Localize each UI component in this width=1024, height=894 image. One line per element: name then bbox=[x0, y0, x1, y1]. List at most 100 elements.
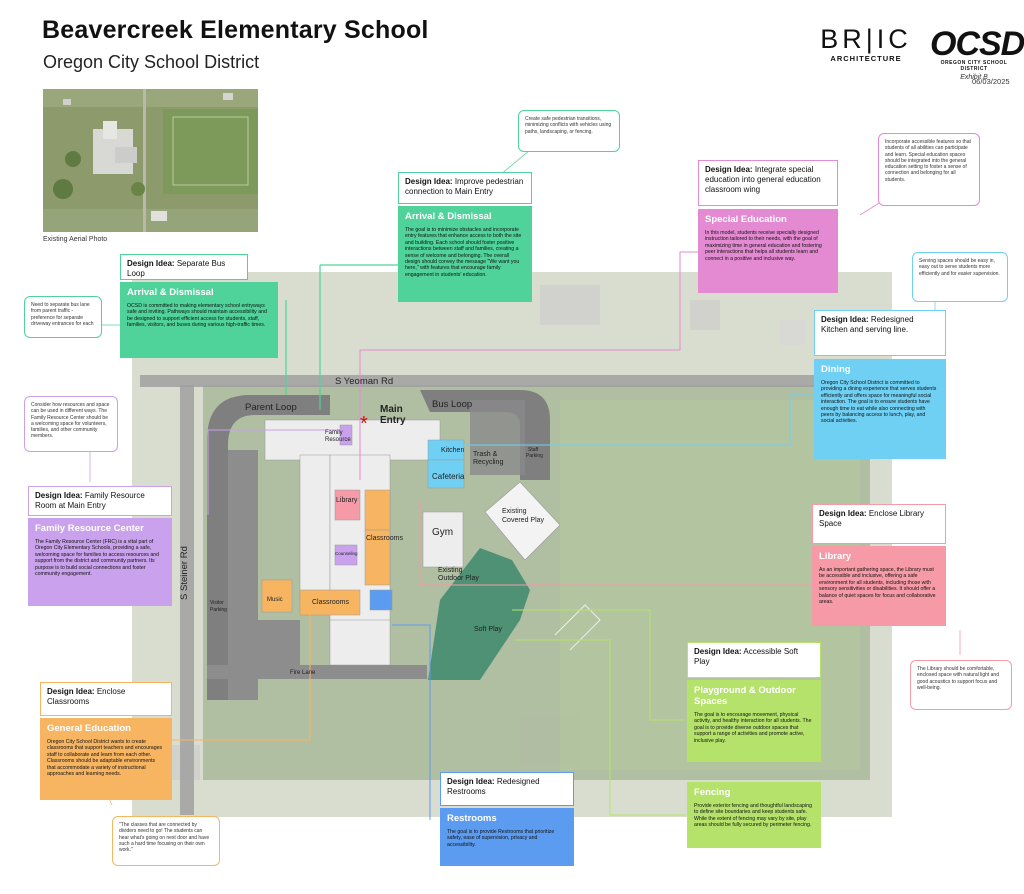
note-sped: Incorporate accessible features so that … bbox=[878, 133, 980, 206]
soft-play-area bbox=[428, 548, 530, 680]
ocsd-logo-mark: OCSD bbox=[930, 25, 1024, 63]
note-library: The Library should be comfortable, enclo… bbox=[910, 660, 1012, 710]
bric-logo: BR|IC ARCHITECTURE bbox=[818, 24, 914, 63]
card-special-education: Special Education In this model, student… bbox=[698, 209, 838, 293]
idea-kitchen-text: Redesigned Kitchen and serving line. bbox=[821, 315, 914, 334]
staff-parking-label-1: Staff bbox=[528, 447, 539, 453]
note-frc: Consider how resources and space can be … bbox=[24, 396, 118, 452]
card-arrival1-heading: Arrival & Dismissal bbox=[127, 287, 214, 298]
yeoman-road-label: S Yeoman Rd bbox=[335, 376, 394, 387]
card-library-body: As an important gathering space, the Lib… bbox=[819, 567, 936, 606]
classrooms-east-label: Classrooms bbox=[366, 535, 403, 542]
steiner-road-label: S Steiner Rd bbox=[179, 546, 190, 600]
idea-sped-label: Design Idea: bbox=[705, 165, 753, 174]
music-room bbox=[261, 579, 293, 613]
idea-pedestrian: Design Idea: Improve pedestrian connecti… bbox=[398, 172, 532, 204]
card-playground-heading: Playground & Outdoor Spaces bbox=[694, 685, 796, 707]
card-gened-body: Oregon City School District wants to cre… bbox=[47, 739, 163, 778]
card-general-education: General Education Oregon City School Dis… bbox=[40, 718, 172, 800]
gym-label: Gym bbox=[432, 527, 454, 538]
main-entry-label-2: Entry bbox=[380, 415, 406, 426]
classrooms-south-label: Classrooms bbox=[312, 599, 349, 606]
note-classrooms: "The classes that are connected by divid… bbox=[112, 816, 220, 866]
note-kitchen: Serving spaces should be easy in, easy o… bbox=[912, 252, 1008, 302]
card-family-resource-center: Family Resource Center The Family Resour… bbox=[28, 518, 172, 606]
cafeteria-label: Cafeteria bbox=[432, 472, 465, 481]
fire-lane-label: Fire Lane bbox=[290, 670, 316, 676]
card-restrooms-body: The goal is to provide Restrooms that pr… bbox=[447, 829, 555, 848]
covered-play-label-2: Covered Play bbox=[502, 517, 545, 524]
main-building bbox=[264, 419, 441, 461]
card-playground-body: The goal is to encourage movement, physi… bbox=[694, 712, 812, 744]
idea-classrooms-label: Design Idea: bbox=[47, 687, 95, 696]
idea-bus-loop: Design Idea: Separate Bus Loop bbox=[120, 254, 248, 280]
visitor-parking-label-1: Visitor bbox=[210, 600, 224, 606]
bus-loop-label: Bus Loop bbox=[432, 399, 473, 410]
counseling-label: Counseling bbox=[335, 551, 358, 556]
connector-gened bbox=[172, 610, 311, 741]
idea-frc-label: Design Idea: bbox=[35, 491, 83, 500]
card-playground: Playground & Outdoor Spaces The goal is … bbox=[687, 680, 821, 762]
card-dining-heading: Dining bbox=[821, 364, 851, 375]
card-arrival2-heading: Arrival & Dismissal bbox=[405, 211, 492, 222]
idea-kitchen-label: Design Idea: bbox=[821, 315, 869, 324]
idea-family-resource: Design Idea: Family Resource Room at Mai… bbox=[28, 486, 172, 516]
card-library-heading: Library bbox=[819, 551, 852, 562]
card-gened-heading: General Education bbox=[47, 723, 131, 734]
idea-softplay-label: Design Idea: bbox=[694, 647, 742, 656]
ocsd-logo: OCSD OREGON CITY SCHOOL DISTRICT Exhibit… bbox=[930, 25, 1024, 81]
card-fencing: Fencing Provide exterior fencing and tho… bbox=[687, 782, 821, 848]
outdoor-play-label-2: Outdoor Play bbox=[438, 575, 479, 582]
note-pedestrian: Create safe pedestrian transitions, mini… bbox=[518, 110, 620, 152]
library-room bbox=[334, 489, 361, 521]
bric-logo-sub: ARCHITECTURE bbox=[830, 54, 902, 63]
music-label: Music bbox=[267, 597, 283, 603]
fire-lane bbox=[207, 665, 427, 679]
idea-restrooms-text: Redesigned Restrooms bbox=[447, 777, 540, 796]
connector-fencing bbox=[515, 639, 686, 816]
family-resource-label-2: Resource bbox=[325, 437, 351, 443]
connector-sped bbox=[359, 251, 698, 480]
cafeteria-room bbox=[427, 459, 465, 489]
card-frc-body: The Family Resource Center (FRC) is a vi… bbox=[35, 539, 159, 578]
family-resource-label-1: Family bbox=[325, 430, 343, 436]
idea-sped-text: Integrate special education into general… bbox=[705, 165, 821, 194]
idea-soft-play: Design Idea: Accessible Soft Play bbox=[687, 642, 821, 678]
connector-playground bbox=[512, 609, 685, 721]
note-bus: Need to separate bus lane from parent tr… bbox=[24, 296, 102, 338]
page-title: Beavercreek Elementary School bbox=[42, 16, 429, 44]
idea-special-education: Design Idea: Integrate special education… bbox=[698, 160, 838, 206]
idea-library-text: Enclose Library Space bbox=[819, 509, 924, 528]
card-arrival-dismissal-2: Arrival & Dismissal The goal is to minim… bbox=[398, 206, 532, 302]
card-arrival1-body: OCSD is committed to making elementary s… bbox=[127, 303, 267, 329]
restroom-room bbox=[369, 589, 393, 611]
aerial-photo bbox=[43, 89, 258, 232]
card-library: Library As an important gathering space,… bbox=[812, 546, 946, 626]
main-entry-label-1: Main bbox=[380, 404, 403, 415]
card-frc-heading: Family Resource Center bbox=[35, 523, 144, 534]
aerial-caption: Existing Aerial Photo bbox=[43, 236, 108, 243]
idea-classrooms: Design Idea: Enclose Classrooms bbox=[40, 682, 172, 716]
gym-building bbox=[422, 511, 464, 568]
idea-restrooms: Design Idea: Redesigned Restrooms bbox=[440, 772, 574, 806]
idea-pedestrian-text: Improve pedestrian connection to Main En… bbox=[405, 177, 524, 196]
covered-play bbox=[484, 481, 561, 561]
yeoman-road bbox=[140, 375, 880, 387]
card-restrooms-heading: Restrooms bbox=[447, 813, 497, 824]
main-entry-star: * bbox=[360, 413, 368, 435]
card-dining-body: Oregon City School District is committed… bbox=[821, 380, 937, 425]
visitor-parking-label-2: Parking bbox=[210, 607, 227, 613]
card-dining: Dining Oregon City School District is co… bbox=[814, 359, 946, 459]
covered-play-label-1: Existing bbox=[502, 508, 527, 515]
idea-library-label: Design Idea: bbox=[819, 509, 867, 518]
outdoor-play-label-1: Existing bbox=[438, 567, 463, 574]
kitchen-label: Kitchen bbox=[441, 447, 465, 454]
idea-classrooms-text: Enclose Classrooms bbox=[47, 687, 126, 706]
card-sped-body: In this model, students receive speciall… bbox=[705, 230, 822, 262]
steiner-road bbox=[180, 385, 194, 815]
idea-kitchen: Design Idea: Redesigned Kitchen and serv… bbox=[814, 310, 946, 356]
card-arrival2-body: The goal is to minimize obstacles and in… bbox=[405, 227, 522, 278]
staff-parking-label-2: Parking bbox=[526, 453, 543, 459]
idea-softplay-text: Accessible Soft Play bbox=[694, 647, 799, 666]
bric-logo-mark: BR|IC bbox=[820, 24, 912, 54]
